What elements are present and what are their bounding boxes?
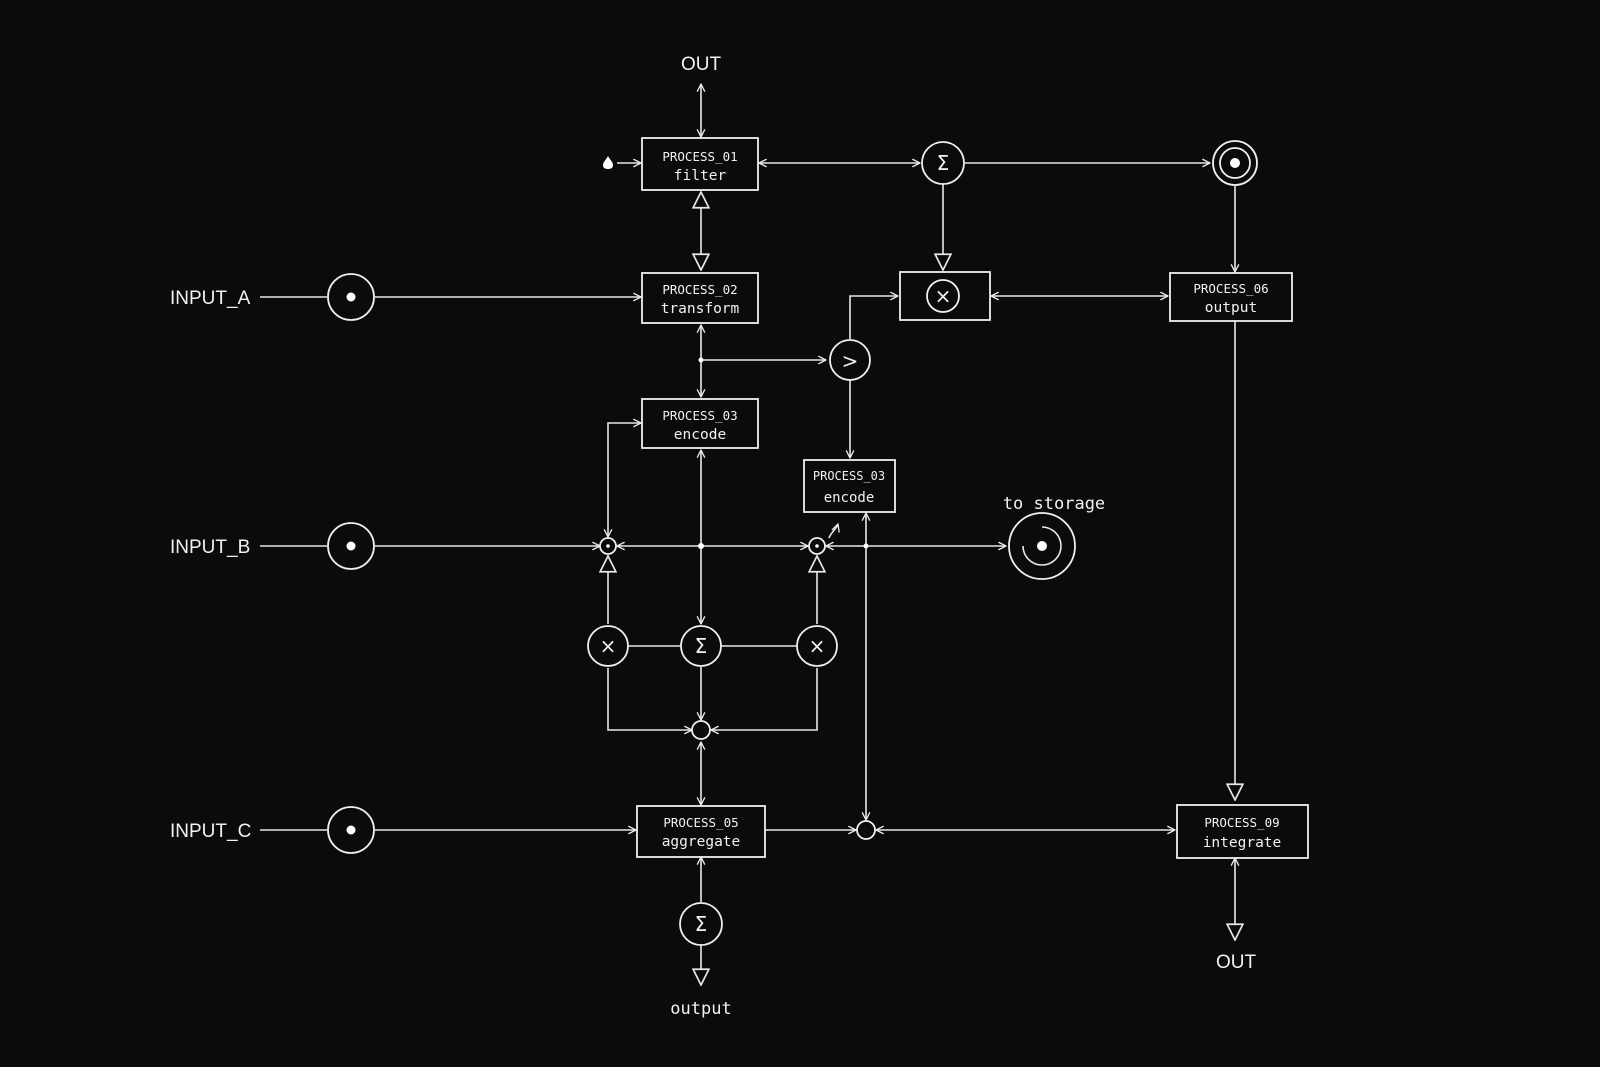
input-b-label: INPUT_B (170, 537, 250, 558)
input-c-label: INPUT_C (170, 821, 251, 842)
sum-node-bottom: Σ (679, 902, 723, 946)
process-06: PROCESS_06 output (1169, 272, 1293, 322)
process-06-name: output (1205, 300, 1257, 316)
sum-node-top-symbol: Σ (937, 151, 950, 175)
sum-node-bottom-symbol: Σ (695, 912, 708, 936)
input-b-node (327, 522, 375, 570)
process-03-left: PROCESS_03 encode (641, 398, 759, 449)
multiply-node-right: × (796, 625, 838, 667)
compare-node: > (829, 339, 871, 381)
edge-mult-l-merge (607, 668, 693, 735)
out-top-label: OUT (681, 54, 722, 75)
sum-node-middle: Σ (680, 625, 722, 667)
drop-icon (603, 156, 613, 169)
process-05: PROCESS_05 aggregate (636, 805, 766, 858)
process-01-name: filter (674, 168, 727, 184)
process-03-right-id: PROCESS_03 (813, 469, 885, 483)
output-bottom-label: output (670, 999, 731, 1019)
compare-node-symbol: > (842, 349, 859, 373)
process-05-name: aggregate (662, 834, 741, 850)
connections (260, 83, 1235, 985)
input-a-label: INPUT_A (170, 288, 251, 309)
storage-node (1008, 512, 1076, 580)
edge-mult-r-merge (710, 668, 818, 735)
input-a-node (327, 273, 375, 321)
multiply-block-symbol: × (935, 284, 952, 308)
process-09: PROCESS_09 integrate (1176, 804, 1309, 859)
process-03-right-name: encode (824, 490, 875, 506)
edge-j1-p03a (603, 418, 642, 538)
multiply-block: × (899, 271, 991, 321)
multiply-node-left: × (587, 625, 629, 667)
process-03-left-id: PROCESS_03 (662, 408, 737, 423)
process-09-id: PROCESS_09 (1204, 815, 1279, 830)
multiply-node-right-symbol: × (809, 634, 826, 658)
merge-node-bottom (856, 820, 876, 840)
process-09-name: integrate (1203, 835, 1282, 851)
sum-node-top: Σ (921, 141, 965, 185)
target-node (1212, 140, 1258, 186)
process-03-right: PROCESS_03 encode (803, 459, 896, 513)
edge-cmp-mult (849, 291, 899, 339)
input-c-node (327, 806, 375, 854)
process-02-name: transform (661, 301, 740, 317)
process-02-id: PROCESS_02 (662, 282, 737, 297)
sum-node-middle-symbol: Σ (695, 634, 708, 658)
to-storage-label: to storage (1003, 494, 1105, 514)
process-02: PROCESS_02 transform (641, 272, 759, 324)
merge-node-middle (691, 720, 711, 740)
process-05-id: PROCESS_05 (663, 815, 738, 830)
process-03-left-name: encode (674, 427, 726, 443)
process-01: PROCESS_01 filter (641, 137, 759, 191)
out-bottom-label: OUT (1216, 952, 1257, 973)
multiply-node-left-symbol: × (600, 634, 617, 658)
process-01-id: PROCESS_01 (662, 149, 737, 164)
process-06-id: PROCESS_06 (1193, 281, 1268, 296)
edge-p03b-j2 (828, 523, 840, 539)
